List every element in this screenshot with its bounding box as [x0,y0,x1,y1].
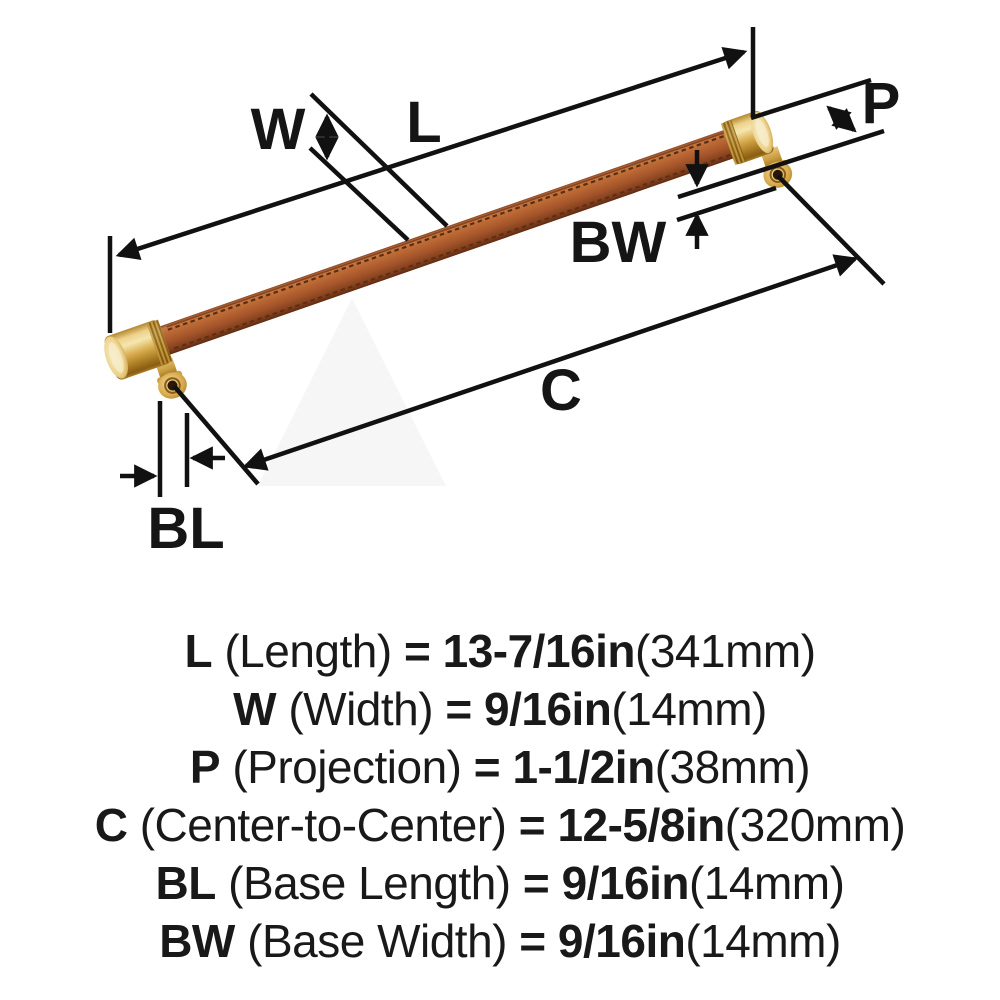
spec-name: (Projection) [232,741,462,793]
dimension-diagram: L W P BW [104,27,901,561]
spec-imperial-value: 13-7/16in [442,625,636,677]
background-watermark [258,298,446,486]
spec-name: (Center-to-Center) [139,799,507,851]
spec-imperial-value: 9/16in [557,915,686,967]
l-dimension-label: L [406,90,441,155]
bl-dimension [120,401,225,497]
spec-code: BW [159,915,235,967]
bw-dimension [676,150,777,249]
spec-imperial-value: 9/16in [484,683,612,735]
spec-equals: = [518,799,546,851]
p-top-extension-line [750,77,872,121]
p-surface-line [677,128,885,200]
spec-name: (Base Width) [247,915,507,967]
spec-row-base-length: BL (Base Length) = 9/16in(14mm) [0,854,1000,912]
w-dimension-label: W [251,97,306,162]
handle-illustration [104,110,793,399]
spec-code: BL [155,857,217,909]
spec-code: L [184,625,213,677]
spec-imperial-value: 12-5/8in [557,799,725,851]
spec-metric-value: (38mm) [654,741,811,793]
c-dimension [172,174,886,486]
spec-equals: = [522,857,550,909]
left-flange-ring [164,377,181,394]
spec-metric-value: (14mm) [611,683,767,735]
spec-row-length: L (Length) = 13-7/16in(341mm) [0,622,1000,680]
spec-row-center-to-center: C (Center-to-Center) = 12-5/8in(320mm) [0,796,1000,854]
spec-row-base-width: BW (Base Width) = 9/16in(14mm) [0,912,1000,970]
spec-code: P [189,741,221,793]
w-inner-extension-line [308,146,410,242]
spec-metric-value: (320mm) [724,799,906,851]
c-dimension-label: C [540,358,582,423]
p-dimension-label: P [862,71,901,136]
spec-name: (Length) [224,625,392,677]
bw-dimension-label: BW [570,210,667,275]
p-dimension [677,77,885,200]
spec-imperial-value: 9/16in [561,857,690,909]
spec-equals: = [473,741,501,793]
p-double-arrow [826,105,857,133]
spec-name: (Width) [288,683,434,735]
left-cap-face-highlight [108,342,124,373]
w-dimension [308,92,449,242]
l-dimension [107,27,756,333]
spec-equals: = [403,625,431,677]
handle-dimension-drawing: L W P BW [104,27,901,561]
left-cap-knurl [146,319,173,366]
spec-equals: = [519,915,546,967]
c-dimension-line [242,254,859,471]
spec-code: W [233,683,277,735]
right-cap-face-highlight [755,118,769,147]
bl-dimension-label: BL [147,496,224,561]
spec-metric-value: (14mm) [685,915,841,967]
l-dimension-line [115,47,748,260]
dimension-spec-list: L (Length) = 13-7/16in(341mm) W (Width) … [0,622,1000,970]
left-end-cap [104,319,173,380]
spec-name: (Base Length) [228,857,511,909]
spec-metric-value: (14mm) [688,857,845,909]
spec-row-width: W (Width) = 9/16in(14mm) [0,680,1000,738]
spec-equals: = [445,683,472,735]
spec-imperial-value: 1-1/2in [512,741,655,793]
spec-row-projection: P (Projection) = 1-1/2in(38mm) [0,738,1000,796]
spec-code: C [94,799,128,851]
spec-metric-value: (341mm) [635,625,816,677]
c-right-extension-line [776,174,886,286]
